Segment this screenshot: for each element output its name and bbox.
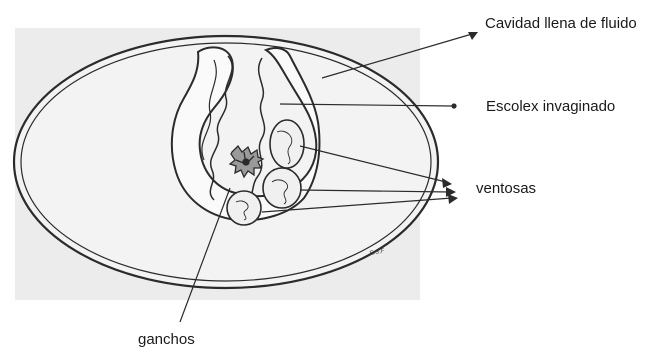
label-hooks: ganchos xyxy=(138,330,195,349)
label-suckers: ventosas xyxy=(476,179,536,198)
sucker-2 xyxy=(263,168,301,208)
label-invaginated-scolex: Escolex invaginado xyxy=(486,97,615,116)
label-fluid-cavity: Cavidad llena de fluido xyxy=(485,14,650,33)
leader-arrowheads xyxy=(442,32,478,204)
sucker-3 xyxy=(227,191,261,225)
sucker-1 xyxy=(270,120,304,168)
